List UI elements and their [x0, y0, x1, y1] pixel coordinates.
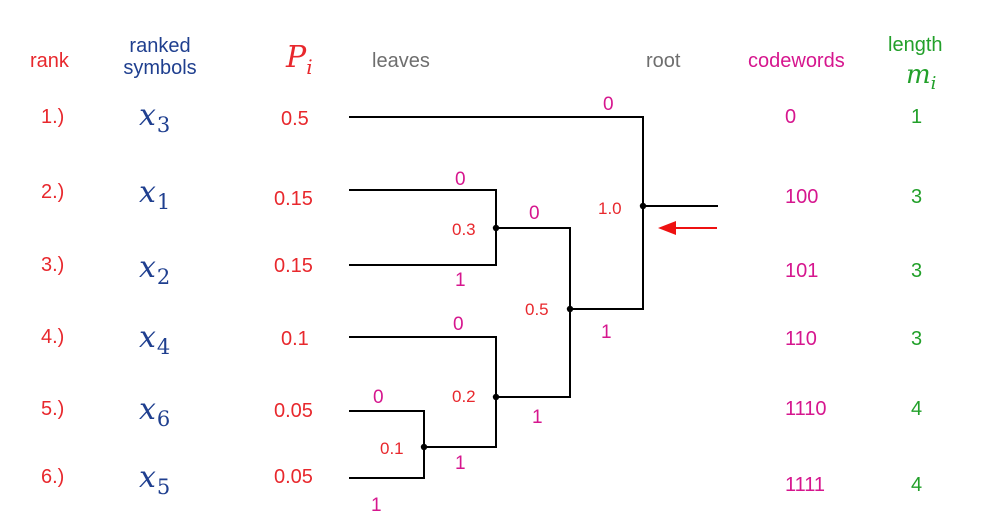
probability-cell: 0.05 [274, 400, 313, 422]
symbol-sub: 1 [156, 190, 171, 214]
length-cell: 3 [911, 328, 923, 350]
length-symbol-sub: i [930, 73, 937, 94]
codeword-cell: 101 [785, 260, 819, 282]
probability-cell: 0.15 [274, 188, 313, 210]
ranked-symbols-header: ranked symbols [110, 35, 210, 79]
probability-header: Pi [286, 40, 313, 79]
codeword-cell: 100 [785, 186, 819, 208]
node-dot-root [639, 202, 647, 210]
tree-branch-x3 [349, 116, 644, 207]
tree-branch-x5 [349, 446, 425, 479]
bit-label: 0 [455, 169, 466, 190]
tree-branch-x2 [349, 227, 497, 266]
node-dot-0-2 [492, 393, 500, 401]
tree-branch-0-3 [495, 227, 571, 310]
symbol-cell: x1 [139, 175, 170, 214]
arrow-head [658, 221, 676, 235]
bit-label: 1 [601, 322, 612, 343]
probability-cell: 0.5 [281, 108, 309, 130]
rank-cell: 1.) [41, 106, 65, 128]
node-label-0-1: 0.1 [380, 439, 404, 458]
length-cell: 4 [911, 398, 923, 420]
rank-cell: 2.) [41, 181, 65, 203]
tree-branch-0-2 [495, 308, 571, 398]
probability-cell: 0.15 [274, 255, 313, 277]
rank-cell: 6.) [41, 466, 65, 488]
tree-branch-0-1 [423, 396, 497, 448]
length-symbol-header: mi [906, 60, 936, 94]
codeword-cell: 1111 [785, 474, 826, 496]
node-label-0-3: 0.3 [452, 220, 476, 239]
bit-label: 0 [373, 387, 384, 408]
symbol-base: x [139, 250, 156, 285]
probability-header-sub: i [306, 55, 313, 79]
symbol-cell: x5 [139, 460, 170, 499]
symbol-cell: x6 [139, 392, 170, 431]
bit-label: 0 [603, 94, 614, 115]
ranked-symbols-header-line1: ranked [129, 35, 191, 57]
symbol-sub: 5 [156, 475, 171, 499]
read-direction-arrow [658, 221, 717, 235]
tree-nodes [420, 202, 647, 451]
symbol-sub: 3 [156, 113, 171, 137]
node-label-0-5: 0.5 [525, 300, 549, 319]
leaves-header: leaves [372, 50, 430, 72]
length-cell: 4 [911, 474, 923, 496]
bit-label: 1 [455, 270, 466, 291]
bit-label: 1 [371, 495, 382, 516]
symbol-cell: x3 [139, 98, 170, 137]
rank-cell: 5.) [41, 398, 65, 420]
tree-lines [349, 116, 718, 479]
symbol-base: x [139, 175, 156, 210]
symbol-base: x [139, 98, 156, 133]
node-label-0-2: 0.2 [452, 387, 476, 406]
codeword-cell: 1110 [785, 398, 827, 420]
bit-label: 0 [529, 203, 540, 224]
ranked-symbols-header-line2: symbols [123, 57, 197, 79]
codeword-cell: 110 [785, 328, 817, 350]
length-cell: 1 [911, 106, 923, 128]
probability-header-base: P [286, 40, 307, 75]
bit-label: 1 [455, 453, 466, 474]
rank-cell: 4.) [41, 326, 65, 348]
bit-label: 1 [532, 407, 543, 428]
tree-branch-0-5 [569, 205, 644, 310]
probability-cell: 0.1 [281, 328, 309, 350]
symbol-sub: 2 [156, 265, 171, 289]
symbol-cell: x4 [139, 320, 170, 359]
symbol-base: x [139, 320, 156, 355]
symbol-base: x [139, 392, 156, 427]
symbol-sub: 4 [156, 335, 171, 359]
codewords-header: codewords [748, 50, 845, 72]
length-cell: 3 [911, 186, 923, 208]
rank-header: rank [30, 50, 69, 72]
tree-branch-x4 [349, 336, 497, 398]
node-dot-0-5 [566, 305, 574, 313]
node-dot-0-1 [420, 443, 428, 451]
node-label-root: 1.0 [598, 199, 622, 218]
length-header: length [888, 34, 943, 56]
bit-label: 0 [453, 314, 464, 335]
codeword-cell: 0 [785, 106, 797, 128]
tree-branch-x1 [349, 189, 497, 229]
probability-cell: 0.05 [274, 466, 313, 488]
length-symbol-base: m [906, 60, 931, 90]
length-cell: 3 [911, 260, 923, 282]
symbol-sub: 6 [156, 407, 171, 431]
tree-branch-x6 [349, 410, 425, 448]
symbol-cell: x2 [139, 250, 170, 289]
symbol-base: x [139, 460, 156, 495]
rank-cell: 3.) [41, 254, 65, 276]
root-header: root [646, 50, 681, 72]
node-dot-0-3 [492, 224, 500, 232]
